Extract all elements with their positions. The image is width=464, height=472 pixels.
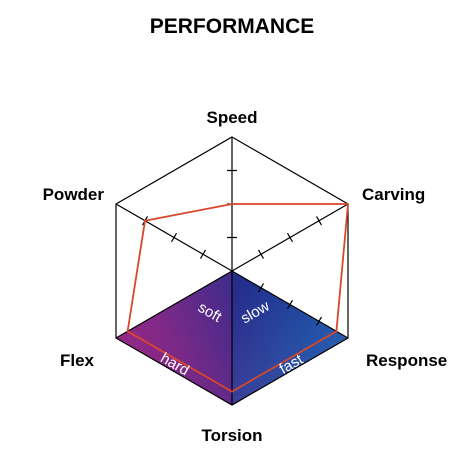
series-outline <box>126 203 349 393</box>
axis-label-powder: Powder <box>43 185 105 204</box>
spoke-flex <box>115 270 233 339</box>
tick-response-3 <box>315 316 323 326</box>
tick-powder-1 <box>199 249 207 259</box>
chart-title: PERFORMANCE <box>150 15 315 38</box>
tick-response-1 <box>257 283 265 293</box>
axis-label-speed: Speed <box>206 108 257 127</box>
axis-label-flex: Flex <box>60 351 95 370</box>
axis-spokes <box>115 137 349 405</box>
axis-label-carving: Carving <box>362 185 425 204</box>
tick-powder-2 <box>170 232 178 243</box>
axis-label-response: Response <box>366 351 447 370</box>
tick-carving-3 <box>315 216 323 226</box>
tick-carving-1 <box>257 249 265 259</box>
tick-response-2 <box>286 299 294 310</box>
axis-label-torsion: Torsion <box>201 426 262 445</box>
tick-carving-2 <box>286 232 294 243</box>
